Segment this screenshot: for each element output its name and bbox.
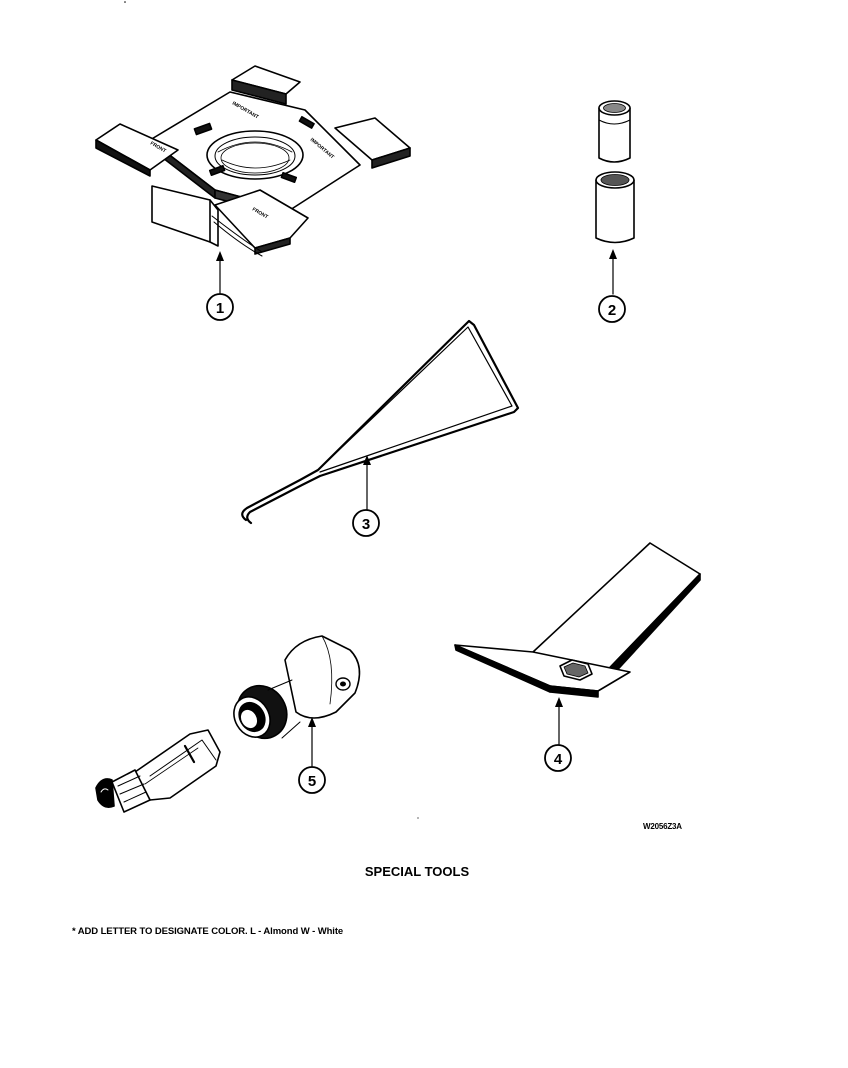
callout-number-2: 2	[608, 302, 616, 319]
tool-5-socket-and-bit	[95, 635, 361, 813]
callout-4: 4	[544, 744, 572, 772]
callout-number-1: 1	[216, 300, 224, 317]
callout-5: 5	[298, 766, 326, 794]
callout-number-5: 5	[308, 773, 316, 790]
tool-4-hex-wrench	[454, 542, 701, 745]
tool-3-wire-hook	[241, 319, 520, 525]
callout-3: 3	[352, 509, 380, 537]
callout-number-4: 4	[554, 751, 563, 768]
drawing-code: W2056Z3A	[643, 822, 682, 831]
page-title-text: SPECIAL TOOLS	[364, 864, 470, 879]
tool-2-sleeves	[595, 100, 635, 295]
callout-1: 1	[206, 293, 234, 321]
color-footnote: * ADD LETTER TO DESIGNATE COLOR. L - Alm…	[72, 926, 344, 937]
callout-number-3: 3	[362, 516, 370, 533]
page-title: SPECIAL TOOLS	[0, 864, 848, 879]
callout-2: 2	[598, 295, 626, 323]
tool-1-alignment-card: IMPORTANT IMPORTANT FRONT FRONT	[95, 65, 411, 294]
